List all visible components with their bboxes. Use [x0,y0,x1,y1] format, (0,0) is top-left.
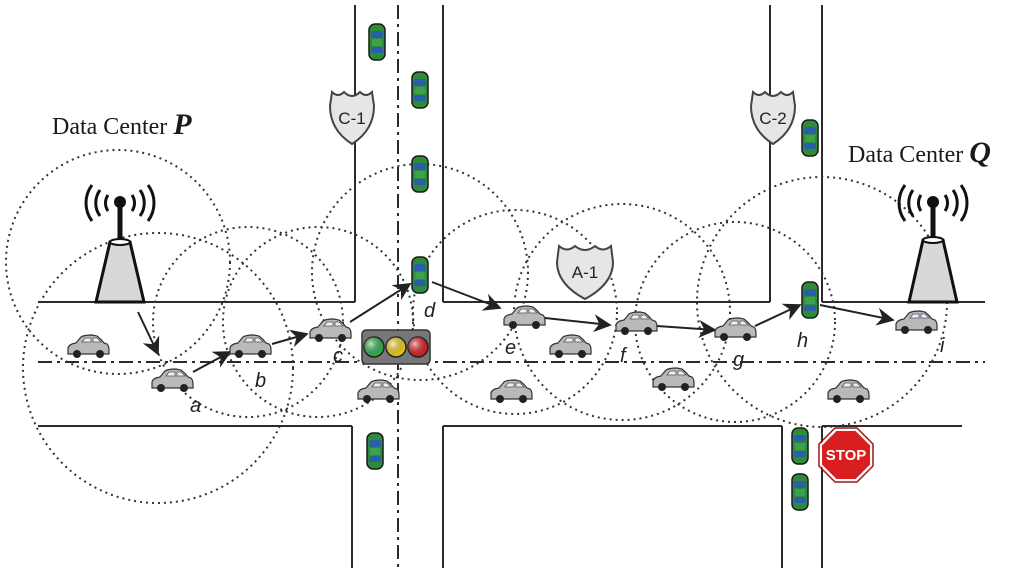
range-circle [513,203,731,421]
highway-shield-icon [328,89,376,146]
highway-shield-a1: A-1 [555,244,615,301]
traffic-light-icon [361,329,431,365]
arrow-icon [819,304,895,326]
car-top-icon [791,427,809,465]
top-view-cars [366,23,819,511]
car-top-icon [411,71,429,109]
arrow-icon [754,303,802,327]
car-top-icon [801,119,819,157]
shield-label-c1: C-1 [338,109,365,128]
side-view-cars [67,305,938,403]
arrow-icon [656,319,717,338]
node-label-h: h [797,330,808,352]
car-icon [827,379,870,403]
car-icon [895,310,938,334]
route-node-labels: a b c d e f g h i [190,300,945,417]
car-icon [490,379,533,403]
car-top-icon [368,23,386,61]
node-label-g: g [733,349,744,371]
range-circle [5,149,231,375]
node-label-d: d [424,300,436,322]
road-network [38,5,985,568]
car-icon [549,334,592,358]
arrow-icon [137,311,160,356]
range-circle [222,226,414,418]
car-icon [615,311,658,335]
range-circle [412,209,618,415]
car-icon [714,317,757,341]
range-circle [22,232,294,504]
node-label-a: a [190,395,201,417]
highway-shield-icon [555,244,615,301]
car-icon [503,305,546,329]
arrow-icon [349,283,412,323]
car-icon [67,334,110,358]
data-center-p-letter: P [173,108,192,141]
stop-sign-label: STOP [826,447,867,464]
node-label-i: i [940,335,945,357]
car-icon [357,379,400,403]
arrow-icon [544,314,612,333]
node-label-c: c [333,345,343,367]
shield-label-c2: C-2 [759,109,786,128]
node-label-e: e [505,337,516,359]
antenna-tower-icon [84,184,156,304]
data-center-q-text: Data Center [848,142,964,168]
car-top-icon [411,155,429,193]
range-circle [311,163,529,381]
stop-sign-icon: STOP [818,427,874,483]
relay-path [137,281,895,373]
car-top-icon [801,281,819,319]
data-center-q-letter: Q [969,136,991,169]
arrow-icon [431,281,502,311]
car-icon [309,318,352,342]
highway-shield-c1: C-1 [328,89,376,146]
car-top-icon [366,432,384,470]
arrow-icon [192,351,232,373]
car-icon [151,368,194,392]
antenna-tower-icon [897,184,969,304]
car-top-icon [791,473,809,511]
arrow-icon [271,329,309,348]
car-top-icon [411,256,429,294]
node-label-b: b [255,370,266,392]
highway-shield-icon [749,89,797,146]
range-circle [152,226,344,418]
highway-shield-c2: C-2 [749,89,797,146]
node-label-f: f [620,345,628,367]
shield-label-a1: A-1 [572,263,598,282]
car-icon [229,334,272,358]
data-center-p-text: Data Center [52,114,168,140]
car-icon [652,367,695,391]
